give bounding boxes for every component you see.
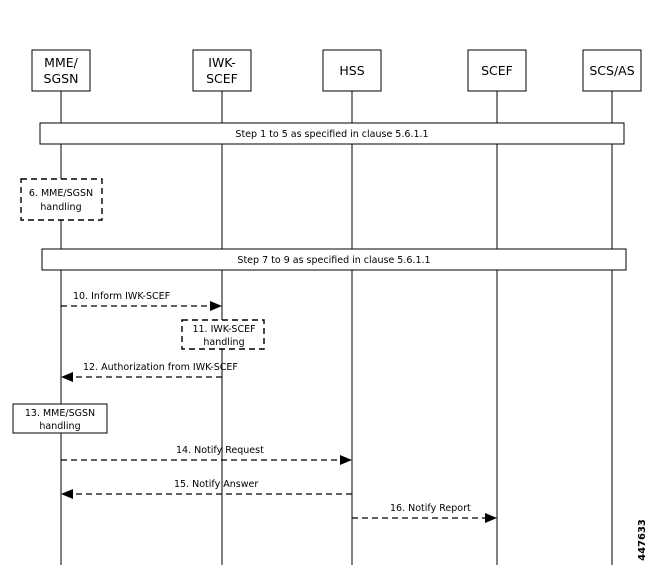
entity-iwk-scef: IWK- SCEF [192,49,252,92]
note-box [12,403,108,434]
message-16: 16. Notify Report [352,503,497,523]
span-steps-7-9: Step 7 to 9 as specified in clause 5.6.1… [41,248,627,271]
note-label-line-2: handling [39,421,80,432]
note-label-line-1: 6. MME/SGSN [29,188,93,199]
message-label: 15. Notify Answer [174,479,258,490]
span-box [41,248,627,271]
note-label-line-1: 13. MME/SGSN [25,408,95,419]
message-14: 14. Notify Request [61,445,352,465]
arrowhead [61,489,73,499]
span-box [39,122,625,145]
arrowhead [61,372,73,382]
entity-label-line-1: MME/ [44,55,78,70]
message-label: 12. Authorization from IWK-SCEF [83,362,238,373]
message-label: 14. Notify Request [176,445,264,456]
span-steps-1-5: Step 1 to 5 as specified in clause 5.6.1… [39,122,625,145]
entity-label-line-2: SGSN [44,71,79,86]
span-label: Step 1 to 5 as specified in clause 5.6.1… [235,129,428,140]
entity-label-line-2: SCEF [206,71,238,86]
entity-scef: SCEF [467,49,527,92]
message-label: 16. Notify Report [390,503,471,514]
entity-hss: HSS [322,49,382,92]
message-label: 10. Inform IWK-SCEF [73,291,170,302]
note-label-line-1: 11. IWK-SCEF [192,324,255,335]
arrowhead [210,301,222,311]
entity-box [467,49,527,92]
entity-label-line-1: IWK- [208,55,235,70]
figure-id: 447633 [637,519,648,561]
note-step-6: 6. MME/SGSN handling [20,178,103,221]
note-box [181,319,265,350]
entity-mme-sgsn: MME/ SGSN [31,49,91,92]
entity-label: HSS [339,63,364,78]
message-10: 10. Inform IWK-SCEF [61,291,222,311]
entity-label: SCEF [481,63,513,78]
entity-box [322,49,382,92]
note-step-11: 11. IWK-SCEF handling [181,319,265,350]
note-step-13: 13. MME/SGSN handling [12,403,108,434]
note-label-line-2: handling [203,337,244,348]
entity-box [31,49,91,92]
arrowhead [485,513,497,523]
entity-box [192,49,252,92]
note-label-line-2: handling [40,202,81,213]
arrowhead [340,455,352,465]
message-12: 12. Authorization from IWK-SCEF [61,362,238,382]
entity-box [582,49,642,92]
message-15: 15. Notify Answer [61,479,352,499]
entity-scs-as: SCS/AS [582,49,642,92]
note-box [20,178,103,221]
entity-label: SCS/AS [589,63,634,78]
span-label: Step 7 to 9 as specified in clause 5.6.1… [237,255,430,266]
